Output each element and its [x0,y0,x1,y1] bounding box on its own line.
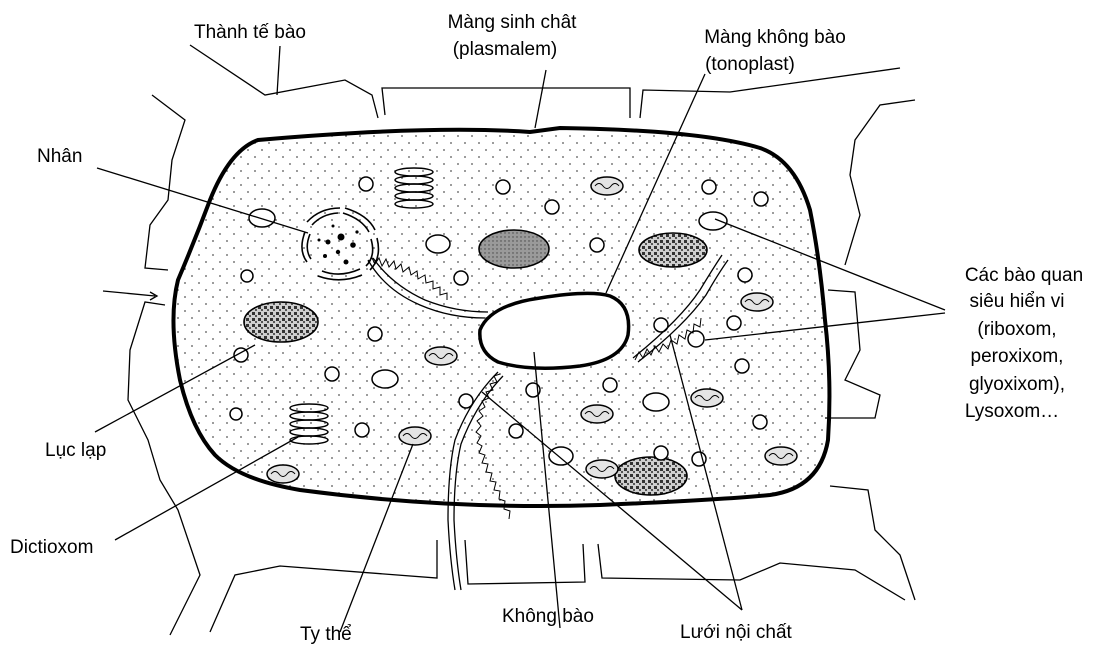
label-mitochondria: Ty thể [300,624,352,645]
label-plasma-membrane-latin: (plasmalem) [453,39,558,60]
label-organelles-4: peroxixom, [971,346,1064,367]
label-vacuole: Không bào [502,606,594,627]
label-tonoplast: Màng không bào [704,27,846,48]
label-cell-wall: Thành tế bào [194,22,306,43]
label-plasma-membrane: Màng sinh chât [448,12,578,33]
label-chloroplast: Lục lạp [45,440,106,461]
label-nucleus: Nhân [37,146,82,167]
label-organelles-1: Các bào quan [965,265,1083,286]
label-organelles-3: (riboxom, [977,319,1056,340]
label-organelles-2: siêu hiển vi [969,291,1064,312]
label-tonoplast-latin: (tonoplast) [705,54,795,75]
label-er: Lưới nội chất [680,622,793,643]
label-dictyosome: Dictioxom [10,537,93,558]
label-organelles-5: glyoxixom), [969,374,1065,395]
label-organelles-6: Lysoxom… [965,401,1059,422]
